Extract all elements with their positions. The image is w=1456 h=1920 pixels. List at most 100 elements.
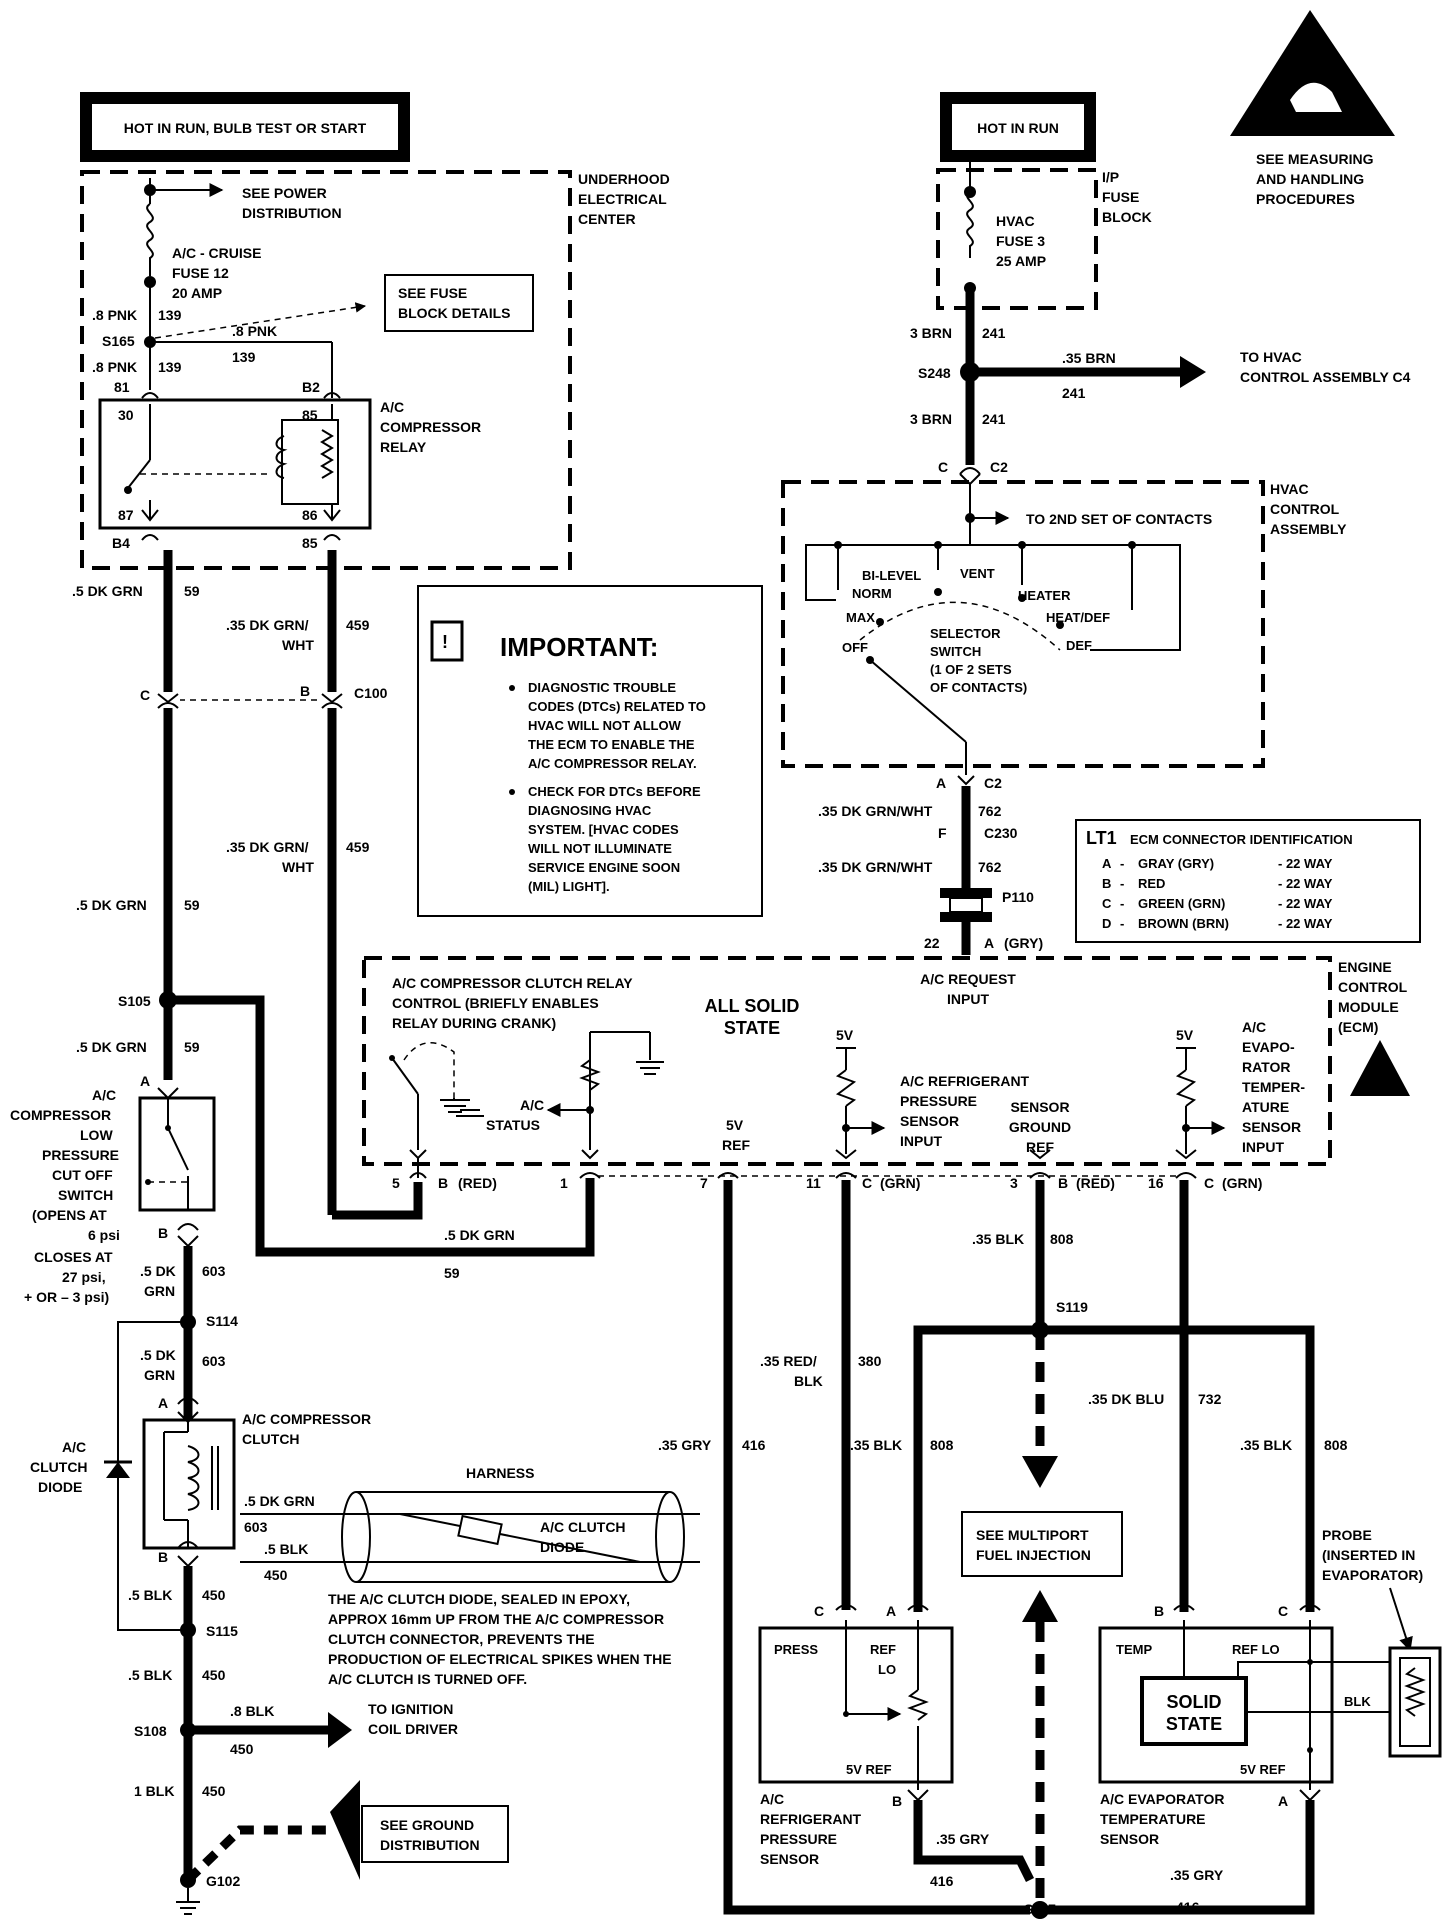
ac-cruise-fuse-label: A/C - CRUISE FUSE 12 20 AMP xyxy=(172,245,261,301)
svg-text:85: 85 xyxy=(302,407,318,423)
svg-text:A: A xyxy=(140,1073,150,1089)
svg-text:EVAPO-: EVAPO- xyxy=(1242,1039,1295,1055)
svg-text:.35 DK GRN/WHT: .35 DK GRN/WHT xyxy=(818,859,933,875)
svg-text:ALL SOLID: ALL SOLID xyxy=(705,996,800,1016)
svg-text:CUT OFF: CUT OFF xyxy=(52,1167,113,1183)
pin-b4: B4 xyxy=(112,535,130,551)
svg-text:+ OR – 3 psi): + OR – 3 psi) xyxy=(24,1289,109,1305)
svg-text:59: 59 xyxy=(184,897,200,913)
svg-text:COIL DRIVER: COIL DRIVER xyxy=(368,1721,458,1737)
svg-text:SWITCH: SWITCH xyxy=(930,644,981,659)
svg-text:11: 11 xyxy=(806,1175,821,1191)
svg-text:DIODE: DIODE xyxy=(38,1479,82,1495)
ecm-label: ENGINE CONTROL MODULE (ECM) xyxy=(1338,959,1408,1035)
svg-text:EVAPORATOR): EVAPORATOR) xyxy=(1322,1567,1423,1583)
svg-text:PRODUCTION OF ELECTRICAL SPIKE: PRODUCTION OF ELECTRICAL SPIKES WHEN THE xyxy=(328,1651,672,1667)
svg-text:FUEL INJECTION: FUEL INJECTION xyxy=(976,1547,1091,1563)
svg-text:MODULE: MODULE xyxy=(1338,999,1399,1015)
wire-label: .8 PNK xyxy=(92,359,137,375)
ecm-pin-5: 5 B (RED) xyxy=(392,1149,497,1191)
pin-81: 81 xyxy=(114,379,130,395)
splice-s248: S248 xyxy=(918,365,951,381)
svg-text:COMPRESSOR: COMPRESSOR xyxy=(10,1107,111,1123)
hvac-control-assembly-label: HVAC CONTROL ASSEMBLY xyxy=(1270,481,1347,537)
svg-text:ATURE: ATURE xyxy=(1242,1099,1289,1115)
svg-text:A: A xyxy=(1278,1793,1288,1809)
svg-text:603: 603 xyxy=(202,1263,226,1279)
svg-text:FUSE: FUSE xyxy=(1102,189,1139,205)
svg-text:STATE: STATE xyxy=(724,1018,780,1038)
ecm-pin-3: 3 B (RED) xyxy=(1010,1149,1115,1191)
underhood-electrical-center-outline xyxy=(80,170,572,570)
ecm-esd-icon xyxy=(1350,1040,1410,1096)
svg-text:.5 DK: .5 DK xyxy=(140,1263,176,1279)
svg-text:A: A xyxy=(984,935,994,951)
svg-text:WILL NOT ILLUMINATE: WILL NOT ILLUMINATE xyxy=(528,841,672,856)
svg-text:C: C xyxy=(1102,896,1112,911)
clutch-diode-icon xyxy=(104,1460,132,1478)
svg-text:CLUTCH: CLUTCH xyxy=(30,1459,88,1475)
info-icon: ! xyxy=(442,632,448,652)
svg-text:732: 732 xyxy=(1198,1391,1222,1407)
svg-text:808: 808 xyxy=(1324,1437,1348,1453)
svg-text:AND HANDLING: AND HANDLING xyxy=(1256,171,1364,187)
svg-text:LOW: LOW xyxy=(80,1127,113,1143)
svg-text:A/C - CRUISE: A/C - CRUISE xyxy=(172,245,261,261)
svg-text:5V REF: 5V REF xyxy=(1240,1762,1286,1777)
important-note-box: ! IMPORTANT: DIAGNOSTIC TROUBLE CODES (D… xyxy=(417,585,763,917)
svg-text:.35 BLK: .35 BLK xyxy=(1240,1437,1292,1453)
svg-text:REF LO: REF LO xyxy=(1232,1642,1280,1657)
svg-text:A/C REQUEST: A/C REQUEST xyxy=(920,971,1016,987)
svg-text:A/C COMPRESSOR CLUTCH RELAY: A/C COMPRESSOR CLUTCH RELAY xyxy=(392,975,633,991)
svg-text:DIODE: DIODE xyxy=(540,1539,584,1555)
svg-text:SYSTEM. [HVAC CODES: SYSTEM. [HVAC CODES xyxy=(528,822,679,837)
svg-text:SEE MEASURING: SEE MEASURING xyxy=(1256,151,1374,167)
svg-text:B: B xyxy=(438,1175,448,1191)
svg-text:A: A xyxy=(886,1603,896,1619)
svg-text:27 psi,: 27 psi, xyxy=(62,1269,106,1285)
svg-text:(GRN): (GRN) xyxy=(880,1175,920,1191)
svg-text:COMPRESSOR: COMPRESSOR xyxy=(380,419,481,435)
svg-text:B: B xyxy=(1058,1175,1068,1191)
svg-text:.35 DK GRN/: .35 DK GRN/ xyxy=(226,617,309,633)
svg-text:C: C xyxy=(862,1175,872,1191)
svg-text:(INSERTED IN: (INSERTED IN xyxy=(1322,1547,1415,1563)
svg-text:REF: REF xyxy=(1026,1139,1054,1155)
svg-text:APPROX 16mm UP FROM THE A/C CO: APPROX 16mm UP FROM THE A/C COMPRESSOR xyxy=(328,1611,664,1627)
svg-text:241: 241 xyxy=(982,325,1006,341)
svg-text:SELECTOR: SELECTOR xyxy=(930,626,1001,641)
svg-text:6 psi: 6 psi xyxy=(88,1227,120,1243)
evap-temp-input-label: A/C EVAPO- RATOR TEMPER- ATURE SENSOR IN… xyxy=(1242,1019,1305,1155)
svg-text:LO: LO xyxy=(878,1662,896,1677)
wire-label: .8 PNK xyxy=(92,307,137,323)
svg-text:1 BLK: 1 BLK xyxy=(134,1783,174,1799)
svg-text:CONTROL ASSEMBLY C4: CONTROL ASSEMBLY C4 xyxy=(1240,369,1411,385)
clutch-diode-note: THE A/C CLUTCH DIODE, SEALED IN EPOXY, A… xyxy=(328,1591,672,1687)
svg-text:A/C: A/C xyxy=(1242,1019,1266,1035)
svg-text:THE ECM TO ENABLE THE: THE ECM TO ENABLE THE xyxy=(528,737,695,752)
svg-text:REFRIGERANT: REFRIGERANT xyxy=(760,1811,862,1827)
svg-text:416: 416 xyxy=(742,1437,766,1453)
svg-text:INPUT: INPUT xyxy=(900,1133,942,1149)
svg-text:- 22 WAY: - 22 WAY xyxy=(1278,916,1333,931)
svg-text:TO IGNITION: TO IGNITION xyxy=(368,1701,453,1717)
svg-text:C: C xyxy=(1204,1175,1214,1191)
ecm-outline xyxy=(362,956,1332,1166)
svg-text:603: 603 xyxy=(202,1353,226,1369)
svg-text:B: B xyxy=(158,1225,168,1241)
svg-text:A/C: A/C xyxy=(520,1097,544,1113)
ground-icon xyxy=(176,1888,200,1915)
svg-text:ECM CONNECTOR IDENTIFICATION: ECM CONNECTOR IDENTIFICATION xyxy=(1130,832,1353,847)
svg-text:F: F xyxy=(938,825,947,841)
svg-text:A/C: A/C xyxy=(92,1087,116,1103)
svg-text:GRN: GRN xyxy=(144,1367,175,1383)
ac-request-input-label: A/C REQUEST INPUT xyxy=(920,971,1016,1007)
svg-text:.35 DK GRN/WHT: .35 DK GRN/WHT xyxy=(818,803,933,819)
wire-circuit: 139 xyxy=(232,349,256,365)
svg-text:HVAC: HVAC xyxy=(996,213,1035,229)
svg-text:(GRN): (GRN) xyxy=(1222,1175,1262,1191)
splice-s105: S105 xyxy=(118,993,151,1009)
selector-switch: BI-LEVEL NORM VENT HEATER MAX HEAT/DEF O… xyxy=(805,541,1181,775)
svg-text:BLK: BLK xyxy=(1344,1694,1371,1709)
svg-text:20 AMP: 20 AMP xyxy=(172,285,222,301)
